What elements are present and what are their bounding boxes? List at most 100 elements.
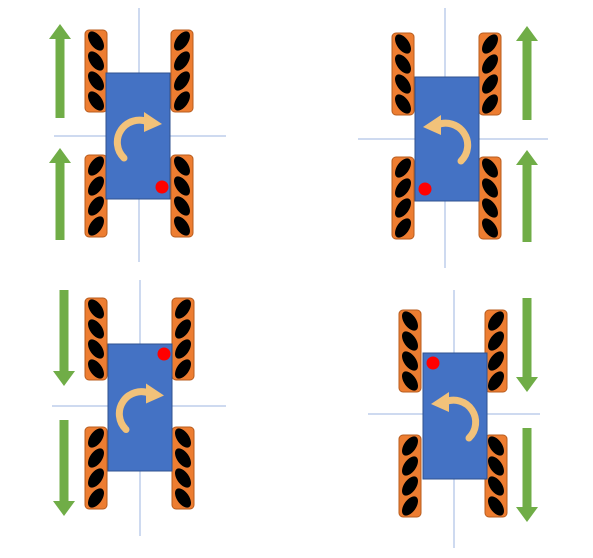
roller [88,196,104,216]
curved-arrow-body [441,396,480,442]
roller [88,51,104,71]
roller [402,456,418,476]
roller [402,351,418,371]
arrow-shaft [522,298,532,377]
curved-arrow-body [113,116,152,162]
arrow-head [516,377,538,392]
wheel [398,434,422,518]
arrow-head [53,371,75,386]
roller [88,299,104,319]
roller [175,448,191,468]
wheel-frame [84,426,108,510]
roller [482,158,498,178]
roller [88,468,104,488]
red-dot-icon [157,347,171,361]
wheel-frame [391,32,415,116]
roller [174,51,190,71]
arrow-up-icon [516,26,538,120]
roller [88,428,104,448]
robot-bottom-left [52,280,226,536]
wheel [84,154,108,238]
wheel [478,32,502,116]
curved-arrow-head [146,383,164,404]
roller [174,216,190,236]
red-dot-icon [426,356,440,370]
arrow-down-icon [53,420,75,516]
robot-top-right [358,8,548,268]
roller [175,359,191,379]
roller [88,448,104,468]
arrow-down-icon [516,428,538,522]
robot-top-left [49,8,226,262]
roller [88,91,104,111]
arrow-shaft [59,290,69,371]
wheel-frame [171,297,195,381]
roller [88,488,104,508]
arrow-shaft [522,428,532,507]
roller [175,319,191,339]
roller [482,74,498,94]
curved-arrow-head [431,392,449,412]
roller [402,496,418,516]
roller [488,311,504,331]
roller [488,371,504,391]
wheel [484,434,508,518]
roller [395,218,411,238]
arrow-head [516,26,538,41]
roller [175,468,191,488]
roller [88,156,104,176]
roller [88,71,104,91]
wheel-frame [398,309,422,393]
wheel [84,297,108,381]
roller [402,311,418,331]
arrow-head [516,150,538,165]
curved-arrow-icon [431,392,480,442]
wheel-frame [478,32,502,116]
arrow-head [49,148,71,163]
roller [395,178,411,198]
arrow-shaft [522,165,532,242]
wheel [478,156,502,240]
wheel [484,309,508,393]
roller [174,156,190,176]
wheel-frame [484,309,508,393]
wheel-frame [398,434,422,518]
curved-arrow-body [433,119,472,165]
roller [174,176,190,196]
roller [175,339,191,359]
arrow-shaft [55,163,65,240]
roller [482,94,498,114]
arrow-shaft [55,39,65,118]
wheel [170,29,194,113]
roller [402,476,418,496]
wheel [171,426,195,510]
wheel-frame [170,29,194,113]
red-dot-icon [418,182,432,196]
curved-arrow-icon [115,383,164,433]
roller [174,196,190,216]
wheel [84,426,108,510]
curved-arrow-icon [423,115,472,165]
roller [88,359,104,379]
roller [174,71,190,91]
arrow-head [53,501,75,516]
roller [395,198,411,218]
roller [88,31,104,51]
wheel-frame [84,297,108,381]
roller [488,351,504,371]
roller [482,34,498,54]
roller [395,34,411,54]
curved-arrow-body [115,388,154,433]
robot-body [422,352,488,480]
roller [488,476,504,496]
arrow-down-icon [53,290,75,386]
roller [174,31,190,51]
roller [88,339,104,359]
arrow-up-icon [516,150,538,242]
wheel [391,32,415,116]
roller [174,91,190,111]
roller [395,94,411,114]
wheel-frame [170,154,194,238]
robot-bottom-right [368,290,540,548]
arrow-shaft [522,41,532,120]
